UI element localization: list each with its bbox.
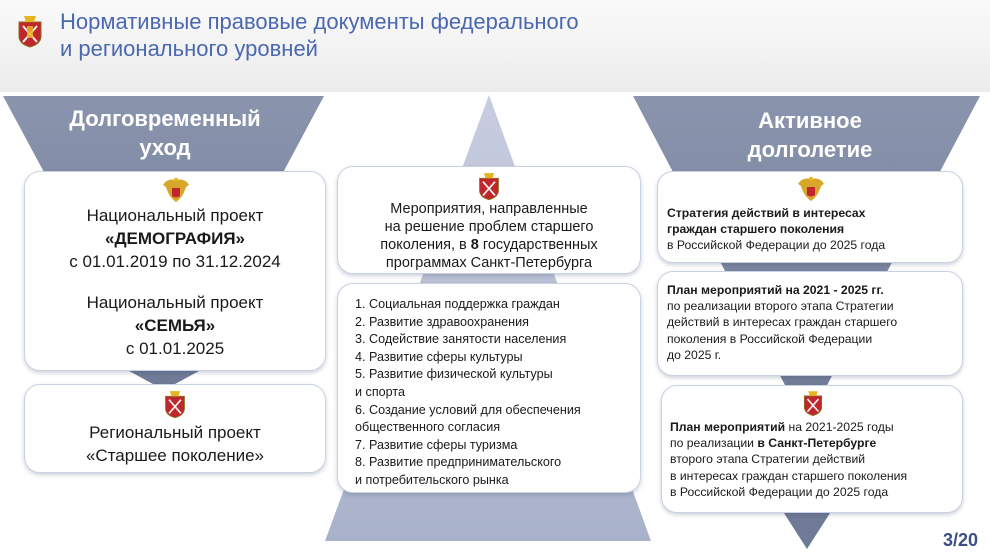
regional-project-box: Региональный проект «Старшее поколение» <box>24 384 326 473</box>
right-heading-line-2: долголетие <box>747 137 873 162</box>
program-item: 4. Развитие сферы культуры <box>355 349 523 364</box>
strategy-line-3: в Российской Федерации до 2025 года <box>667 238 886 253</box>
regional-title: Региональный проект <box>89 423 261 442</box>
strategy-line-1: Стратегия действий в интересах <box>667 206 866 220</box>
program-item: и спорта <box>355 384 406 399</box>
project1: Национальный проект «ДЕМОГРАФИЯ» с 01.01… <box>25 204 325 273</box>
program-item: 6. Создание условий для обеспечения <box>355 402 581 417</box>
program-item: и потребительского рынка <box>355 472 509 487</box>
project1-name: «ДЕМОГРАФИЯ» <box>104 229 246 248</box>
plan-line: действий в интересах граждан старшего <box>667 315 898 330</box>
right-heading: Активное долголетие <box>690 106 930 164</box>
program-item: общественного согласия <box>355 420 501 435</box>
intro-line-1: Мероприятия, направленные <box>390 201 588 217</box>
spb-line-1: План мероприятий на 2021-2025 годы <box>670 419 962 435</box>
intro-line-3-c: государственных <box>478 237 598 253</box>
strategy-text: Стратегия действий в интересах граждан с… <box>667 205 957 254</box>
page-title: Нормативные правовые документы федеральн… <box>60 8 960 62</box>
spb-line-2-a: по реализации <box>670 436 758 451</box>
header-band <box>0 0 990 92</box>
plan-line: до 2025 г. <box>667 347 722 362</box>
plan-line: по реализации второго этапа Стратегии <box>667 299 894 314</box>
spb-coat-of-arms-icon <box>803 391 823 416</box>
spb-line: в Российской Федерации до 2025 года <box>670 484 889 499</box>
spb-plan-box: План мероприятий на 2021-2025 годы по ре… <box>661 385 963 513</box>
project2: Национальный проект «СЕМЬЯ» с 01.01.2025 <box>25 291 325 360</box>
intro-line-2: на решение проблем старшего <box>384 219 594 235</box>
spb-line: второго этапа Стратегии действий <box>670 452 866 467</box>
intro-line-3: поколения, в 8 государственных <box>338 236 640 254</box>
russia-coat-of-arms-icon <box>798 176 824 201</box>
program-item: 2. Развитие здравоохранения <box>355 314 529 329</box>
project2-dates: с 01.01.2025 <box>125 339 225 358</box>
intro-line-4: программах Санкт-Петербурга <box>385 255 593 271</box>
spb-plan-years: на 2021-2025 годы <box>785 420 894 434</box>
center-intro-box: Мероприятия, направленные на решение про… <box>337 166 641 274</box>
strategy-box: Стратегия действий в интересах граждан с… <box>657 171 963 263</box>
program-item: 3. Содействие занятости населения <box>355 332 567 347</box>
programs-count: 8 <box>470 237 479 253</box>
spb-coat-of-arms-icon <box>479 173 499 201</box>
spb-plan-title: План мероприятий <box>670 420 786 434</box>
left-heading-line-1: Долговременный <box>69 106 261 131</box>
national-projects-box: Национальный проект «ДЕМОГРАФИЯ» с 01.01… <box>24 171 326 371</box>
programs-list-box: 1. Социальная поддержка граждан 2. Развит… <box>337 283 641 493</box>
program-item: 1. Социальная поддержка граждан <box>355 297 560 311</box>
federal-plan-text: План мероприятий на 2021 - 2025 гг. по р… <box>667 282 959 363</box>
federal-plan-box: План мероприятий на 2021 - 2025 гг. по р… <box>657 271 963 376</box>
page-number: 3/20 <box>942 530 978 550</box>
intro-line-3-a: поколения, в <box>380 237 471 253</box>
project1-dates: с 01.01.2019 по 31.12.2024 <box>69 252 281 271</box>
title-line-1: Нормативные правовые документы федеральн… <box>60 9 579 34</box>
spb-coat-of-arms-icon <box>18 16 42 48</box>
project1-title: Национальный проект <box>86 206 264 225</box>
program-item: 5. Развитие физической культуры <box>355 367 553 382</box>
plan-title: План мероприятий на 2021 - 2025 гг. <box>667 283 884 297</box>
center-intro-text: Мероприятия, направленные на решение про… <box>338 200 640 272</box>
right-heading-line-1: Активное <box>758 108 862 133</box>
left-heading: Долговременный уход <box>30 104 300 162</box>
regional-project: Региональный проект «Старшее поколение» <box>25 421 325 467</box>
spb-line: в интересах граждан старшего поколения <box>670 468 908 483</box>
programs-list: 1. Социальная поддержка граждан 2. Развит… <box>355 296 635 490</box>
spb-line-2-b: в Санкт-Петербурге <box>757 436 877 451</box>
program-item: 8. Развитие предпринимательского <box>355 455 562 470</box>
spb-coat-of-arms-icon <box>165 391 185 419</box>
russia-coat-of-arms-icon <box>163 177 189 202</box>
regional-name: «Старшее поколение» <box>85 446 265 465</box>
spb-line-2: по реализации в Санкт-Петербурге <box>670 435 962 451</box>
right-lower-shape <box>782 510 832 549</box>
project2-name: «СЕМЬЯ» <box>134 316 216 335</box>
project2-title: Национальный проект <box>86 293 264 312</box>
plan-line: поколения в Российской Федерации <box>667 331 873 346</box>
title-line-2: и регионального уровней <box>60 36 318 61</box>
program-item: 7. Развитие сферы туризма <box>355 437 518 452</box>
strategy-line-2: граждан старшего поколения <box>667 222 845 237</box>
spb-plan-text: План мероприятий на 2021-2025 годы по ре… <box>670 419 962 500</box>
left-heading-line-2: уход <box>139 135 191 160</box>
